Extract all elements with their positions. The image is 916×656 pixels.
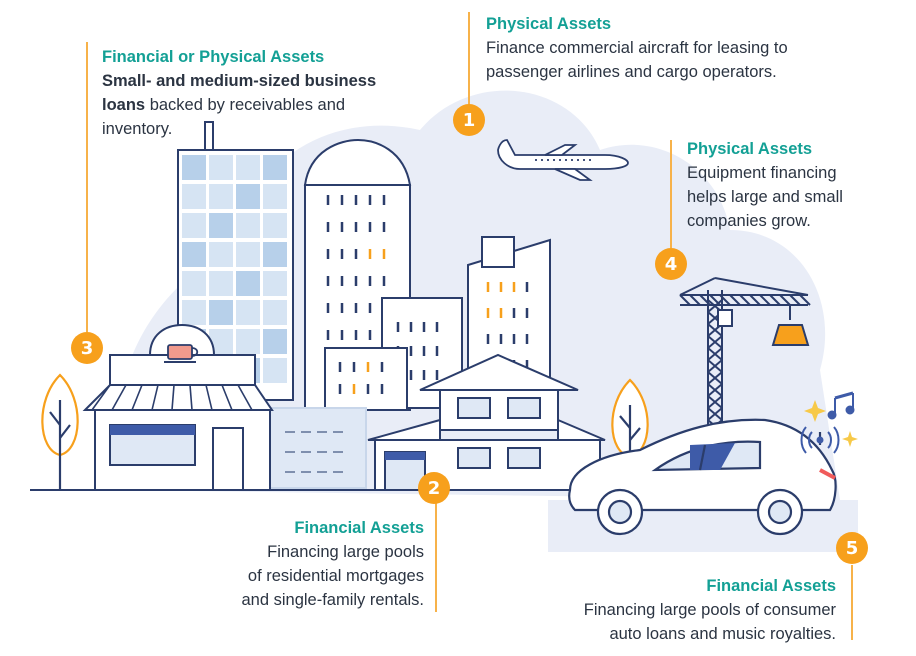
callout-3: Financial or Physical Assets Small- and … — [102, 45, 376, 141]
window — [263, 271, 287, 296]
side-block-lines — [285, 431, 345, 473]
callout-4-line-3: companies grow. — [687, 212, 811, 230]
window — [182, 184, 206, 209]
window — [171, 384, 175, 411]
window — [182, 242, 206, 267]
window — [237, 384, 253, 411]
tree-icon — [41, 373, 79, 490]
callout-3-title: Financial or Physical Assets — [102, 48, 325, 66]
window — [205, 384, 213, 411]
callout-5-line-2: auto loans and music royalties. — [609, 625, 836, 643]
callout-5-line-1: Financing large pools of consumer — [583, 601, 836, 619]
window — [182, 155, 206, 180]
window — [236, 155, 260, 180]
coffee-cup-icon — [164, 344, 199, 363]
window — [182, 271, 206, 296]
badge-2: 2 — [418, 472, 450, 504]
window — [236, 300, 260, 325]
callout-1-line-2: passenger airlines and cargo operators. — [486, 63, 777, 81]
window — [263, 329, 287, 354]
callout-4-line-2: helps large and small — [687, 188, 843, 206]
airplane-icon — [497, 139, 629, 181]
window — [263, 213, 287, 238]
callout-5: Financial Assets Financing large pools o… — [520, 574, 836, 646]
window — [189, 384, 193, 411]
window — [236, 329, 260, 354]
badge-3: 3 — [71, 332, 103, 364]
callout-3-line-2: loans backed by receivables and — [102, 93, 376, 117]
callout-3-bold-lead: Small- and medium-sized business — [102, 72, 377, 90]
leader-line-4 — [670, 140, 672, 248]
callout-2-line-3: and single-family rentals. — [241, 591, 425, 609]
music-note-icon — [827, 391, 855, 420]
badge-1: 1 — [453, 104, 485, 136]
window — [209, 271, 233, 296]
callout-4-title: Physical Assets — [687, 140, 813, 158]
window — [263, 300, 287, 325]
badge-4: 4 — [655, 248, 687, 280]
badge-5: 5 — [836, 532, 868, 564]
wireless-signal-icon — [800, 426, 840, 454]
leader-line-1 — [468, 12, 470, 110]
crane-icon — [679, 277, 811, 445]
callout-2-line-1: Financing large pools — [267, 543, 424, 561]
window — [91, 384, 111, 411]
window — [182, 300, 206, 325]
window — [221, 384, 233, 411]
window — [209, 213, 233, 238]
window — [236, 271, 260, 296]
leader-line-5 — [851, 565, 853, 640]
callout-5-title: Financial Assets — [706, 577, 836, 595]
window — [209, 155, 233, 180]
callout-3-bold-word: loans — [102, 96, 146, 114]
sparkle-icon — [804, 400, 858, 447]
car-icon — [568, 418, 837, 536]
window — [209, 184, 233, 209]
callout-1: Physical Assets Finance commercial aircr… — [486, 12, 788, 84]
leader-line-2 — [435, 500, 437, 612]
coffee-shop — [82, 323, 274, 491]
callout-2-line-2: of residential mortgages — [247, 567, 424, 585]
window — [236, 184, 260, 209]
window — [263, 155, 287, 180]
window — [236, 242, 260, 267]
callout-2: Financial Assets Financing large pools o… — [200, 516, 425, 612]
callout-3-line-2-rest: backed by receivables and — [145, 96, 346, 114]
side-block — [267, 407, 367, 489]
callout-1-line-1: Finance commercial aircraft for leasing … — [486, 39, 788, 57]
window — [111, 384, 127, 411]
callout-1-title: Physical Assets — [486, 15, 612, 33]
callout-2-title: Financial Assets — [294, 519, 424, 537]
window — [151, 384, 159, 411]
window — [263, 358, 287, 383]
callout-4-line-1: Equipment financing — [687, 164, 837, 182]
window — [263, 184, 287, 209]
window — [209, 242, 233, 267]
window — [236, 213, 260, 238]
window — [263, 242, 287, 267]
window — [209, 300, 233, 325]
leader-line-3 — [86, 42, 88, 332]
callout-3-line-3: inventory. — [102, 120, 173, 138]
window — [182, 213, 206, 238]
callout-4: Physical Assets Equipment financing help… — [687, 137, 843, 233]
window — [131, 384, 143, 411]
